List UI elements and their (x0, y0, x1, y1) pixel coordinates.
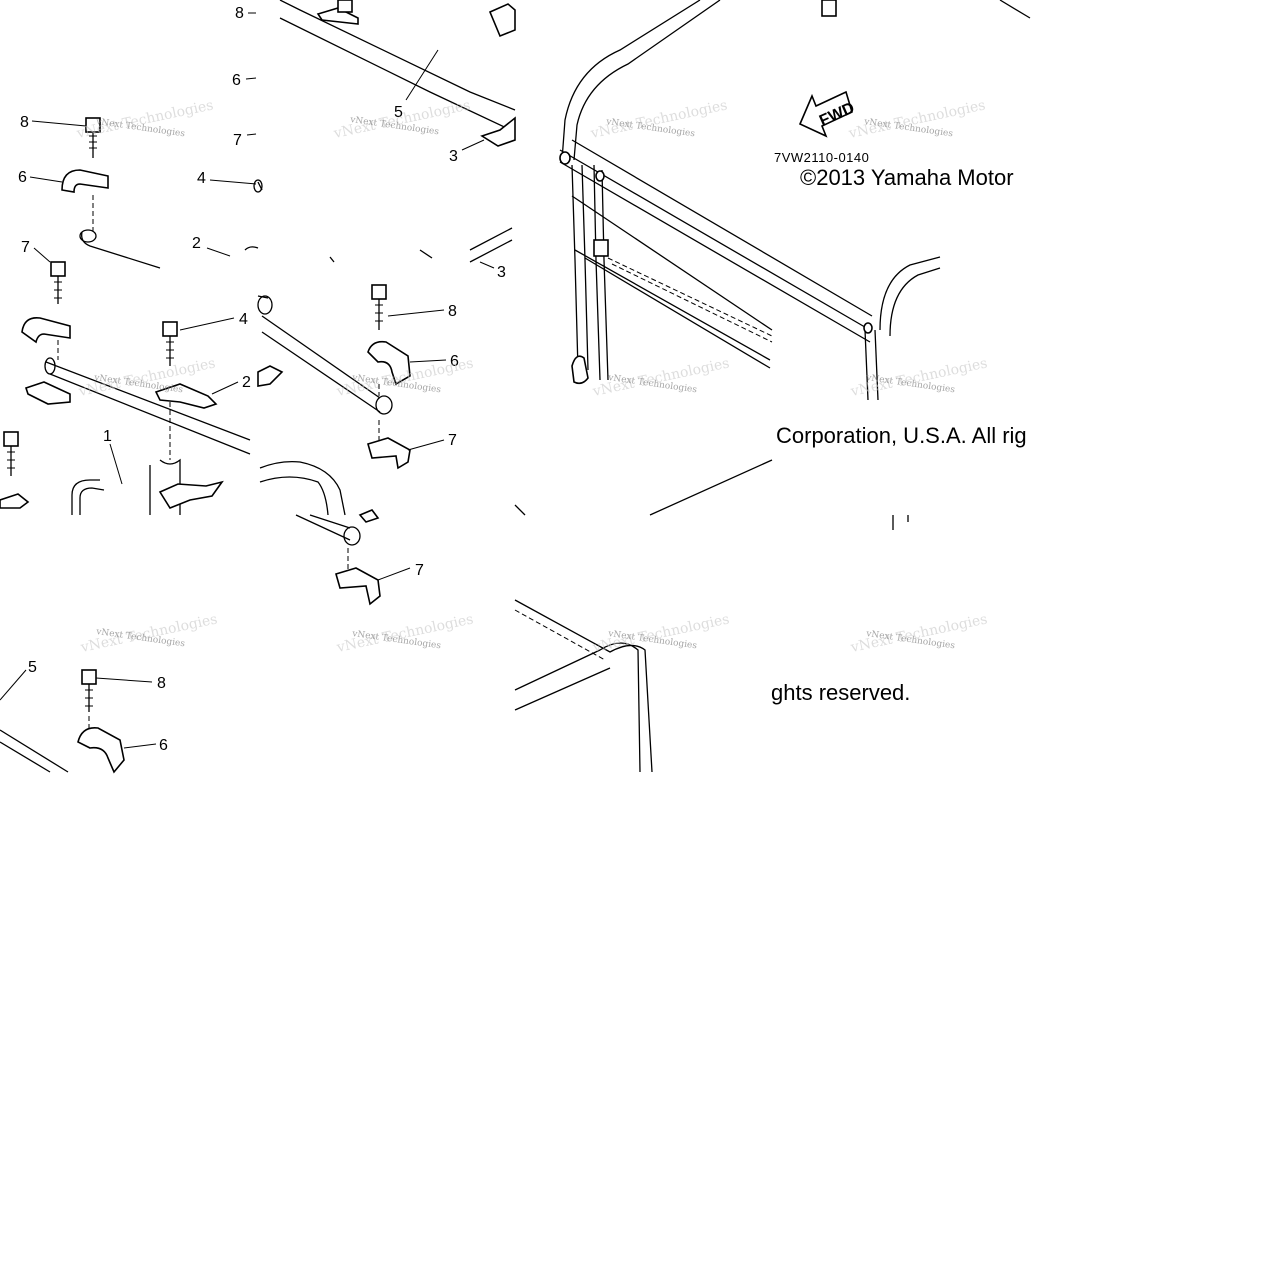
callout-3: 3 (449, 148, 458, 165)
diagram-code: 7VW2110-0140 (774, 150, 870, 165)
callout-6-mid: 6 (450, 353, 459, 370)
tube (45, 361, 251, 441)
tube-mid-left (244, 179, 513, 263)
clamp-assembly-bottom-left (0, 669, 125, 774)
callout-7: 7 (21, 239, 30, 256)
callout-2-mid: 2 (242, 374, 251, 391)
callout-6-top: 6 (232, 72, 241, 89)
copyright-line-1: ©2013 Yamaha Motor (800, 165, 1014, 190)
callout-8-top: 8 (235, 5, 244, 22)
callout-5-low: 5 (28, 659, 37, 676)
callout-5: 5 (394, 104, 403, 121)
callout-7-top: 7 (233, 132, 242, 149)
clamp-assembly-lower-center (295, 509, 381, 606)
frame-structure (514, 0, 1031, 773)
tube (81, 231, 161, 269)
callout-4-mid: 4 (239, 311, 248, 328)
callouts: 8 6 7 4 5 3 8 6 7 2 3 4 2 1 8 6 7 7 5 (0, 5, 506, 754)
clamp-assembly-lower-left (0, 261, 251, 515)
callout-8-low: 8 (157, 675, 166, 692)
callout-7-low: 7 (415, 562, 424, 579)
callout-2: 2 (192, 235, 201, 252)
callout-1: 1 (103, 428, 112, 445)
copyright-line-2: Corporation, U.S.A. All rig (776, 423, 1027, 448)
callout-7-mid: 7 (448, 432, 457, 449)
clamp-part (61, 169, 109, 193)
clamp-assembly-center (257, 284, 411, 516)
clamp-assembly-left (61, 117, 161, 269)
callout-8: 8 (20, 114, 29, 131)
callout-6-low: 6 (159, 737, 168, 754)
tube-upper-left (279, 0, 516, 147)
callout-6: 6 (18, 169, 27, 186)
callout-3-mid: 3 (497, 264, 506, 281)
callout-4: 4 (197, 170, 206, 187)
callout-8-mid: 8 (448, 303, 457, 320)
copyright-line-3: ghts reserved. (771, 680, 911, 705)
